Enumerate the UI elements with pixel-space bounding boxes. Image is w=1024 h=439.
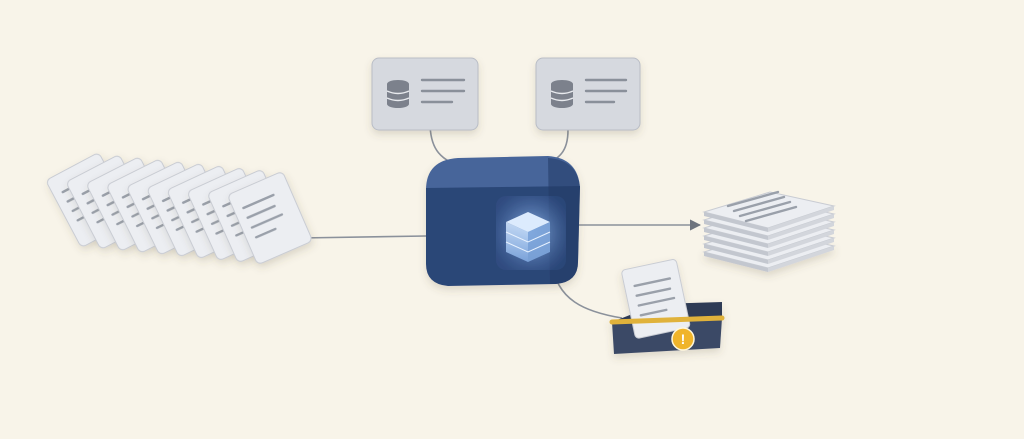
connector-input-to-engine — [299, 235, 427, 239]
database-icon — [550, 80, 574, 108]
database-server-left — [371, 57, 479, 131]
engine-top-face — [426, 156, 580, 196]
output-text-line — [726, 190, 780, 208]
database-server-right — [535, 57, 641, 131]
processing-engine — [426, 156, 580, 286]
output-text-line — [738, 200, 792, 218]
output-text-line — [744, 205, 798, 223]
database-servers — [371, 57, 641, 131]
cube-core-icon — [505, 212, 551, 262]
output-page — [702, 191, 836, 232]
input-document — [228, 172, 312, 264]
warning-glyph: ! — [681, 331, 686, 347]
database-icon — [386, 80, 410, 108]
processed-output-stack — [702, 190, 836, 272]
input-documents — [46, 153, 312, 264]
warning-icon — [671, 327, 695, 351]
output-text-line — [732, 195, 786, 213]
exception-tray: ! — [609, 259, 725, 354]
tray-rim — [609, 315, 725, 325]
